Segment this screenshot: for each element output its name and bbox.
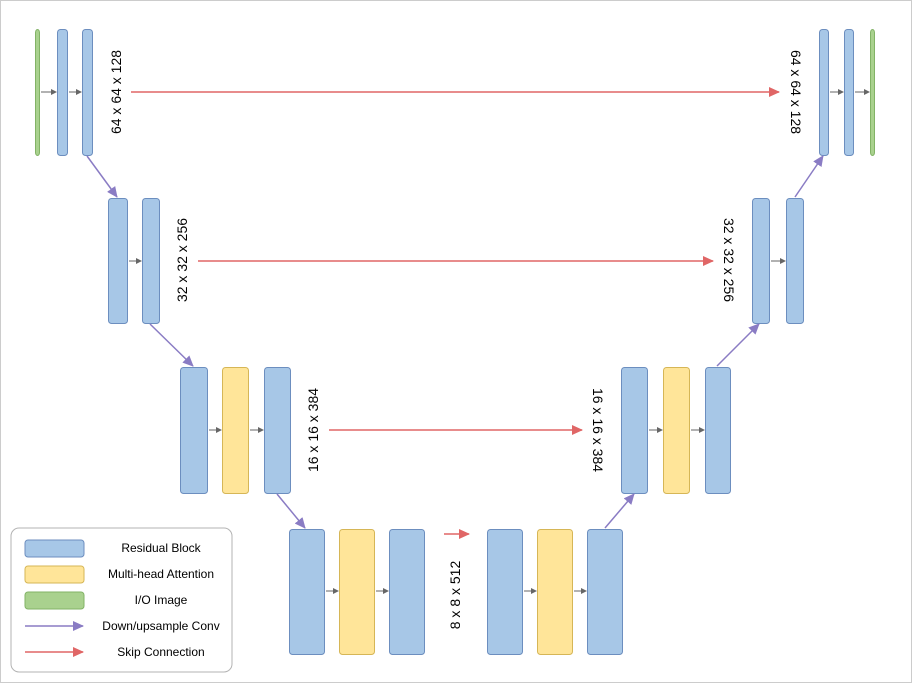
dim-label-dec-l3: 16 x 16 x 384 — [590, 388, 606, 472]
enc1-res-1-block — [57, 29, 68, 156]
down-up-sample-layer — [86, 155, 824, 529]
mid-attn-2-block — [537, 529, 573, 655]
dim-label-enc-l2: 32 x 32 x 256 — [174, 218, 190, 302]
enc2-res-1-block — [108, 198, 128, 324]
legend-label-skip: Skip Connection — [117, 645, 204, 659]
dec1-res-1-block — [819, 29, 829, 156]
upsample-2-arrow — [716, 323, 760, 367]
mid-res-2-block — [389, 529, 425, 655]
dim-label-enc-l1: 64 x 64 x 128 — [108, 50, 124, 134]
enc1-io-input-block — [35, 29, 40, 156]
legend-label-attention: Multi-head Attention — [108, 567, 214, 581]
legend: Residual Block Multi-head Attention I/O … — [10, 527, 233, 673]
blocks-layer — [35, 29, 875, 655]
dec2-res-2-block — [786, 198, 804, 324]
dim-label-bottleneck: 8 x 8 x 512 — [447, 561, 463, 630]
mid-res-3-block — [487, 529, 523, 655]
skip-connections-layer — [131, 87, 780, 539]
legend-label-io: I/O Image — [135, 593, 188, 607]
dec1-io-output-block — [870, 29, 875, 156]
flow-arrows-layer — [41, 89, 870, 594]
enc3-res-2-block — [264, 367, 291, 494]
dec3-res-1-block — [621, 367, 648, 494]
enc3-attn-1-block — [222, 367, 249, 494]
enc3-res-1-block — [180, 367, 208, 494]
dim-label-dec-l1: 64 x 64 x 128 — [788, 50, 804, 134]
mid-res-1-block — [289, 529, 325, 655]
legend-label-updown: Down/upsample Conv — [102, 619, 219, 633]
legend-label-residual: Residual Block — [121, 541, 201, 555]
dec1-res-2-block — [844, 29, 854, 156]
downsample-3-arrow — [276, 493, 306, 529]
upsample-3-arrow — [794, 155, 824, 198]
downsample-2-arrow — [149, 323, 194, 367]
enc2-res-2-block — [142, 198, 160, 324]
legend-swatch-residual — [24, 539, 85, 558]
legend-swatch-io — [24, 591, 85, 610]
dim-label-enc-l3: 16 x 16 x 384 — [305, 388, 321, 472]
dec3-attn-1-block — [663, 367, 690, 494]
mid-res-4-block — [587, 529, 623, 655]
downsample-1-arrow — [86, 155, 118, 198]
dec2-res-1-block — [752, 198, 770, 324]
legend-box — [10, 527, 233, 673]
legend-swatch-attention — [24, 565, 85, 584]
dim-label-dec-l2: 32 x 32 x 256 — [721, 218, 737, 302]
enc1-res-2-block — [82, 29, 93, 156]
dec3-res-2-block — [705, 367, 731, 494]
mid-attn-1-block — [339, 529, 375, 655]
upsample-1-arrow — [604, 493, 635, 529]
